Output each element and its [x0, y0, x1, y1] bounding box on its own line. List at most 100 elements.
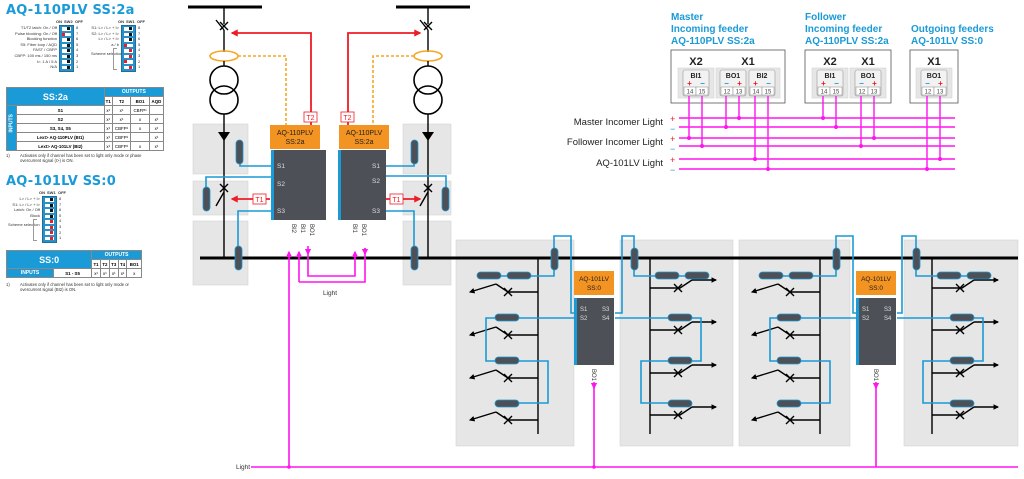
t2-label-box — [340, 111, 355, 123]
plv-sw1-dip-switch: ON SW1 OFF S1: L> / L> + I>S2: L> / L> +… — [85, 19, 165, 75]
terminal-name: BO1 — [861, 73, 876, 80]
sw1-number: 2 — [138, 58, 141, 64]
sw2-toggle[interactable] — [61, 38, 71, 42]
sw2-toggle[interactable] — [61, 60, 71, 64]
sw1-toggle[interactable] — [123, 32, 133, 37]
polarity-plus: + — [821, 79, 826, 88]
group-title-outgoing: Outgoing feeders — [911, 24, 994, 35]
relay-right-name: AQ-110PLV — [346, 130, 383, 137]
polarity-minus: − — [766, 79, 771, 88]
sw1-header-name: SW1 — [126, 19, 135, 24]
arc-sensors-incomers — [202, 139, 450, 271]
sw2-header-name: SW2 — [64, 19, 73, 24]
sw2-label: Blocking function — [26, 36, 57, 42]
sw1-toggle[interactable] — [123, 38, 133, 42]
io-label-bo1: BO1 — [872, 369, 878, 382]
lv-footnote-number: 1) — [6, 282, 10, 287]
relay-lv2-body — [856, 298, 896, 365]
sensor-label: S1 — [862, 307, 870, 313]
table-row: INPUTS S1 - S5 x¹ x¹ x¹ x¹ x — [5, 268, 142, 278]
pin-number: 14 — [753, 90, 760, 96]
feeder-group-2: AQ-101LV SS:0 S1 S2 S3 S4 BO1 — [750, 235, 1000, 467]
lv-section-title: AQ-101LV SS:0 — [6, 174, 116, 189]
sw2-header-on: ON — [56, 19, 62, 24]
pin-number: 15 — [765, 90, 772, 96]
sw1-scheme-label: Scheme selection — [91, 51, 123, 56]
sw2-number: 6 — [76, 36, 79, 42]
pin-number: 13 — [871, 90, 878, 96]
sw2-toggle[interactable] — [61, 43, 71, 48]
t2-label-box — [303, 111, 318, 123]
bus-label-lv: AQ-101LV Light — [596, 158, 663, 169]
sw1-toggle[interactable] — [123, 65, 133, 70]
relay-left-label-box — [270, 125, 320, 149]
lv-sw1-toggle[interactable] — [44, 236, 54, 241]
pin-number: 15 — [699, 90, 706, 96]
sw2-toggle[interactable] — [61, 27, 71, 31]
lv-sw1-toggle[interactable] — [44, 214, 54, 219]
sw1-number: 1 — [138, 64, 141, 70]
lv-sw1-number: 3 — [59, 223, 62, 229]
lv-sw1-header-name: SW1 — [47, 190, 56, 195]
group-title-follower: Follower — [805, 12, 846, 23]
sw1-toggle[interactable] — [123, 60, 133, 64]
lv-sw1-dip-switch: ON SW1 OFF L> / L> + I>S1: L> / L> + I>L… — [6, 190, 86, 246]
sw1-number: 7 — [138, 30, 141, 36]
table-row: Lext> AQ-101LV (BI2) x¹ CBFP¹ x x¹ — [7, 141, 165, 151]
sw2-toggle[interactable] — [61, 65, 71, 70]
feeder-panel — [455, 239, 575, 447]
pin-number: 12 — [859, 90, 866, 96]
cell: x¹ — [103, 141, 113, 151]
sw2-toggle[interactable] — [61, 54, 71, 59]
sw2-toggle[interactable] — [61, 49, 71, 53]
t2-label: T2 — [306, 115, 314, 122]
lv-sw1-toggle[interactable] — [44, 220, 54, 224]
sensor-label: S1 — [372, 163, 380, 170]
sw2-number: 7 — [76, 30, 79, 36]
lv-sw1-toggle[interactable] — [44, 225, 54, 230]
sw2-number: 1 — [76, 64, 79, 70]
group-device: AQ-110PLV SS:2a — [805, 36, 889, 47]
sw1-number: 6 — [138, 36, 141, 42]
lv-scheme-bracket — [33, 219, 37, 241]
connector-x1: X1 — [927, 56, 940, 68]
sw1-toggle[interactable] — [123, 49, 133, 53]
lv-sw1-toggle[interactable] — [44, 231, 54, 235]
sw2-number: 8 — [76, 25, 79, 30]
bus-minus: − — [670, 165, 675, 175]
connector-x2: X2 — [823, 56, 836, 68]
relay-left-body — [271, 150, 326, 220]
bus-label-master: Master Incomer Light — [574, 117, 664, 128]
terminal-name: BO1 — [927, 73, 942, 80]
sw2-toggle[interactable] — [61, 32, 71, 37]
ct-wire-right — [372, 55, 414, 125]
current-transformer — [413, 50, 443, 62]
sw1-toggle[interactable] — [123, 27, 133, 31]
relay-lv1-scheme: SS:0 — [587, 285, 601, 292]
pin-number: 13 — [937, 90, 944, 96]
lv-sw1-toggle[interactable] — [44, 209, 54, 213]
sensor-label: S2 — [372, 178, 380, 185]
sw1-toggle[interactable] — [123, 43, 133, 48]
row-label: S1 - S5 — [53, 268, 93, 278]
plv-footnote: Activates only if channel has been set t… — [20, 153, 142, 164]
sw2-number: 3 — [76, 52, 79, 58]
sw2-label: T1/T2 latch: On / Off — [20, 25, 57, 30]
relay-right-scheme: SS:2a — [354, 139, 373, 146]
sw1-toggle[interactable] — [123, 54, 133, 59]
transformer-winding — [209, 85, 239, 115]
light-label-mid: Light — [323, 290, 337, 297]
relay-left-scheme: SS:2a — [285, 139, 304, 146]
polarity-minus: − — [859, 79, 864, 88]
lv-sw1-toggle[interactable] — [44, 198, 54, 202]
sensor-label: S4 — [884, 316, 892, 322]
lv-sw1-toggle[interactable] — [44, 203, 54, 208]
sw1-label: S1: L> / L> + I> — [91, 25, 119, 30]
right-incomer-line — [413, 7, 443, 258]
sw1-label: a / b — [111, 41, 119, 47]
relay-lv1-name: AQ-101LV — [579, 276, 610, 283]
